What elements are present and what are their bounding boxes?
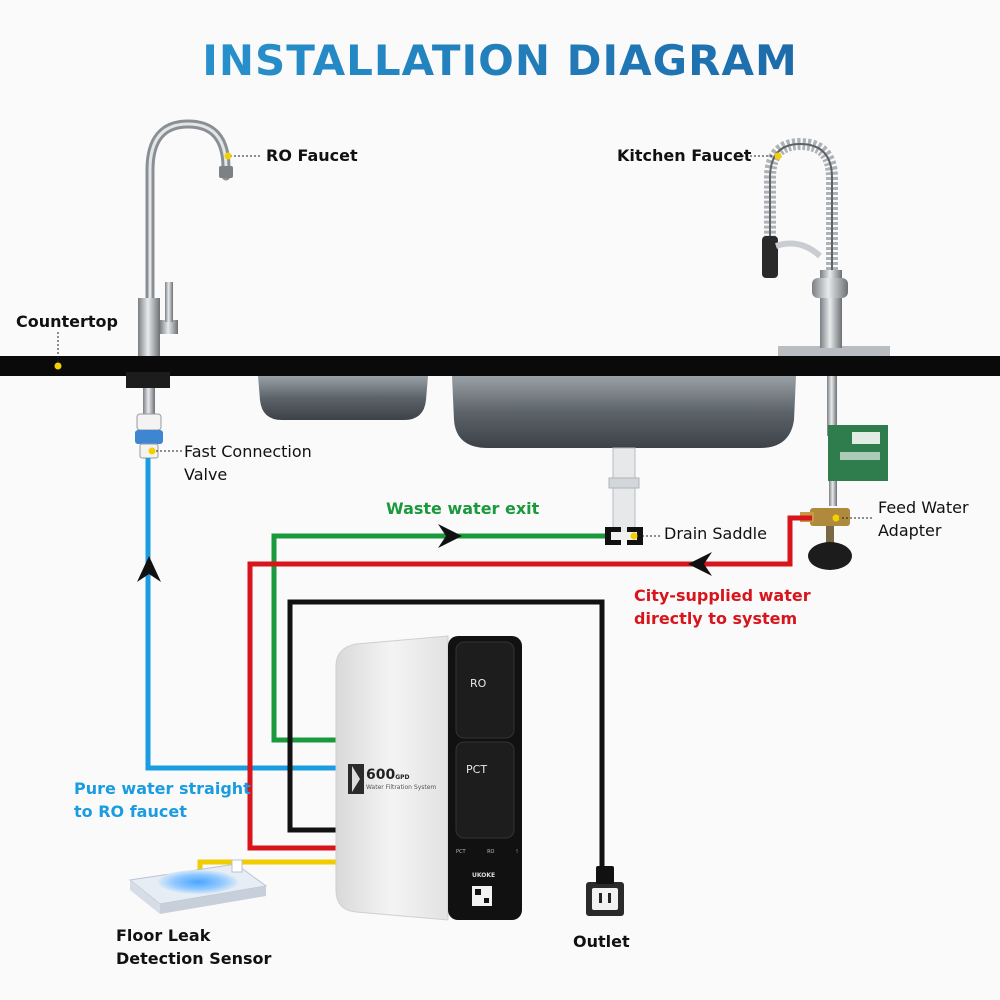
- label-outlet: Outlet: [573, 932, 630, 951]
- label-kitchen-faucet: Kitchen Faucet: [617, 146, 752, 165]
- ro-faucet: [126, 119, 233, 414]
- device-status-ro: RO: [487, 849, 495, 855]
- label-ro-faucet: RO Faucet: [266, 146, 358, 165]
- device-status-alert: !: [515, 849, 518, 855]
- label-floor-leak-sensor: Floor Leak Detection Sensor: [116, 924, 271, 970]
- tubes-group: [137, 458, 812, 876]
- label-city-water: City-supplied water directly to system: [634, 584, 811, 630]
- arrow-waste-water-right: [438, 524, 462, 548]
- label-countertop: Countertop: [16, 312, 118, 331]
- label-feed-water-line2: Adapter: [878, 521, 942, 540]
- label-feed-water-line1: Feed Water: [878, 498, 969, 517]
- label-waste-water: Waste water exit: [386, 499, 540, 518]
- tube-power: [287, 599, 605, 868]
- ro-system-unit: [335, 635, 522, 921]
- device-brand: UKOKE: [472, 872, 496, 879]
- label-drain-saddle: Drain Saddle: [664, 524, 767, 543]
- tube-pure-water: [145, 458, 336, 771]
- label-pure-water: Pure water straight to RO faucet: [74, 777, 251, 823]
- drain-pipe: [608, 447, 640, 535]
- leader-fast-connection-dot: [148, 447, 156, 455]
- label-city-water-line2: directly to system: [634, 609, 798, 628]
- tube-city-water: [247, 515, 812, 851]
- device-status-pct: PCT: [456, 849, 466, 855]
- label-feed-water-adapter: Feed Water Adapter: [878, 496, 969, 542]
- page-title: INSTALLATION DIAGRAM: [0, 36, 1000, 85]
- sink-left: [258, 376, 428, 420]
- leader-drain-saddle-dot: [630, 532, 638, 540]
- device-model-number: 600: [366, 767, 396, 783]
- tube-waste-water: [271, 533, 613, 743]
- device-model: 600GPD: [366, 764, 410, 789]
- kitchen-faucet: [762, 137, 890, 356]
- label-fast-connection-line2: Valve: [184, 465, 228, 484]
- leader-ro-faucet-dot: [224, 152, 232, 160]
- leader-countertop-dot: [54, 362, 62, 370]
- feed-water-adapter: [800, 425, 888, 570]
- leader-lines: [54, 152, 874, 540]
- outlet: [586, 866, 624, 916]
- countertop: [0, 356, 1000, 376]
- device-subtitle: Water Filtration System: [366, 784, 437, 791]
- label-pure-water-line1: Pure water straight: [74, 779, 251, 798]
- label-fast-connection-line1: Fast Connection: [184, 442, 312, 461]
- leader-kitchen-faucet-dot: [774, 152, 782, 160]
- sink-right: [452, 376, 796, 448]
- label-leak-sensor-line1: Floor Leak: [116, 926, 211, 945]
- device-panel-pct: PCT: [466, 763, 488, 776]
- device-model-unit: GPD: [395, 774, 410, 781]
- arrow-city-water-left: [688, 552, 712, 576]
- device-panel-ro: RO: [470, 677, 487, 690]
- kitchen-supply-line: [827, 374, 837, 506]
- leader-feed-water-dot: [832, 514, 840, 522]
- drain-saddle-band: [611, 532, 637, 540]
- label-city-water-line1: City-supplied water: [634, 586, 811, 605]
- device-status-indicators: PCT RO !: [456, 848, 518, 856]
- label-pure-water-line2: to RO faucet: [74, 802, 187, 821]
- label-leak-sensor-line2: Detection Sensor: [116, 949, 272, 968]
- arrow-pure-water-up: [137, 556, 161, 582]
- floor-leak-sensor: [128, 859, 268, 914]
- label-fast-connection-valve: Fast Connection Valve: [184, 440, 312, 486]
